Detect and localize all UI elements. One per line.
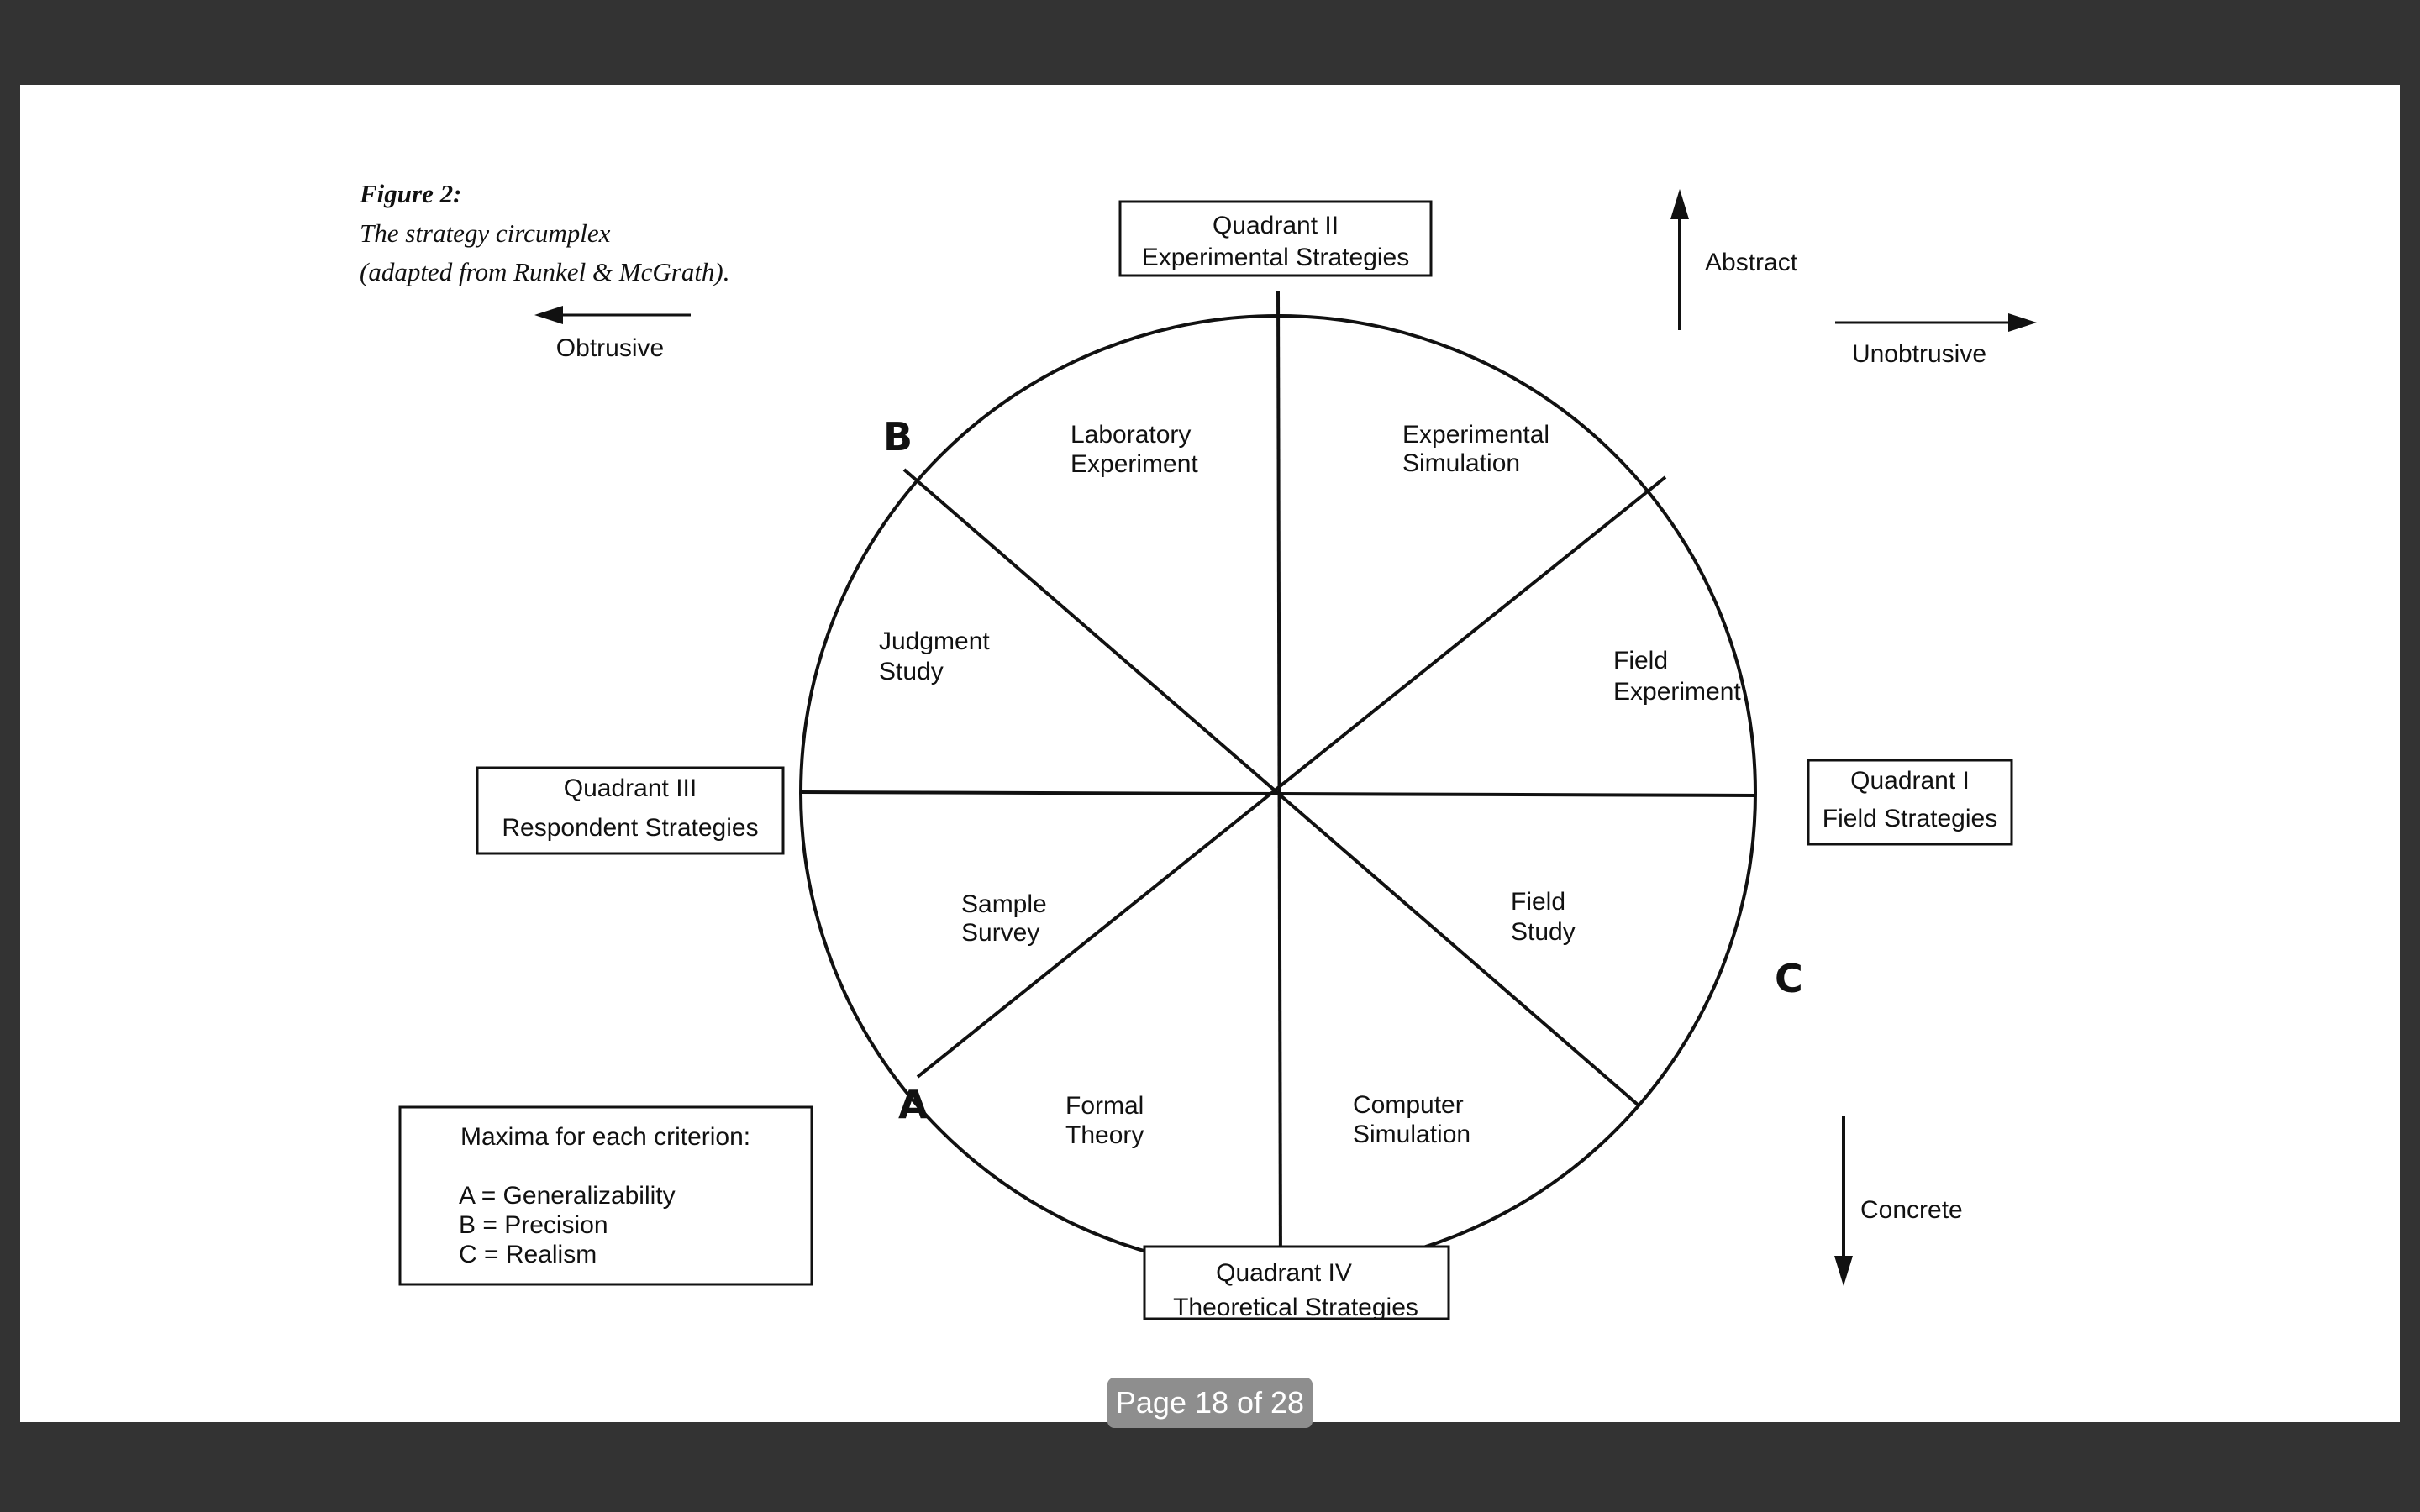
concrete-arrow-icon	[1834, 1116, 1853, 1286]
unobtrusive-arrow-icon	[1835, 313, 2037, 332]
strategy-field-study: Field Study	[1511, 888, 1576, 946]
concrete-label: Concrete	[1860, 1196, 1963, 1224]
svg-text:Formal: Formal	[1065, 1092, 1144, 1120]
document-page: Figure 2: The strategy circumplex (adapt…	[20, 85, 2400, 1422]
svg-text:Experiment: Experiment	[1071, 450, 1198, 478]
diagonal-line-a-to-upper-right	[916, 475, 1667, 1079]
svg-text:Judgment: Judgment	[879, 627, 990, 655]
diagonal-line-b-to-c	[902, 468, 1639, 1106]
svg-text:Computer: Computer	[1353, 1091, 1464, 1119]
quadrant-i-title: Quadrant I	[1850, 767, 1970, 795]
obtrusive-label: Obtrusive	[556, 334, 664, 362]
strategy-computer-simulation: Computer Simulation	[1353, 1091, 1470, 1148]
vertical-axis-line	[1276, 290, 1282, 1272]
strategy-experimental-simulation: Experimental Simulation	[1402, 421, 1549, 477]
maxima-point-a: A	[898, 1082, 929, 1127]
maxima-point-b: B	[883, 414, 913, 459]
quadrant-iii-box: Quadrant III Respondent Strategies	[476, 766, 785, 855]
figure-title: Figure 2:	[359, 179, 461, 208]
figure-caption-line1: The strategy circumplex	[360, 218, 611, 248]
quadrant-iv-subtitle: Theoretical Strategies	[1173, 1294, 1418, 1321]
svg-text:Simulation: Simulation	[1353, 1121, 1470, 1148]
svg-text:Study: Study	[1511, 918, 1576, 946]
quadrant-iv-title: Quadrant IV	[1216, 1259, 1352, 1287]
quadrant-iii-subtitle: Respondent Strategies	[502, 814, 758, 842]
strategy-circumplex-diagram: Figure 2: The strategy circumplex (adapt…	[359, 179, 2037, 1321]
strategy-laboratory-experiment: Laboratory Experiment	[1071, 421, 1198, 478]
legend-line-c: C = Realism	[459, 1241, 597, 1268]
svg-text:Laboratory: Laboratory	[1071, 421, 1191, 449]
legend-line-b: B = Precision	[459, 1211, 608, 1239]
legend-line-a: A = Generalizability	[459, 1182, 676, 1210]
unobtrusive-label: Unobtrusive	[1852, 340, 1986, 368]
svg-text:Survey: Survey	[961, 919, 1039, 947]
figure-caption-line2: (adapted from Runkel & McGrath).	[360, 257, 730, 286]
maxima-point-c: C	[1775, 956, 1803, 1001]
svg-text:Sample: Sample	[961, 890, 1047, 918]
quadrant-i-subtitle: Field Strategies	[1823, 805, 1997, 832]
svg-text:Experimental: Experimental	[1402, 421, 1549, 449]
legend-heading: Maxima for each criterion:	[460, 1123, 750, 1151]
quadrant-i-box: Quadrant I Field Strategies	[1807, 759, 2013, 846]
svg-text:Field: Field	[1511, 888, 1565, 916]
strategy-formal-theory: Formal Theory	[1065, 1092, 1144, 1149]
abstract-label: Abstract	[1705, 249, 1798, 276]
svg-text:Theory: Theory	[1065, 1121, 1144, 1149]
strategy-field-experiment: Field Experiment	[1613, 647, 1741, 706]
svg-text:Study: Study	[879, 658, 944, 685]
strategy-judgment-study: Judgment Study	[879, 627, 990, 685]
abstract-arrow-icon	[1670, 189, 1689, 330]
svg-text:Experiment: Experiment	[1613, 678, 1741, 706]
quadrant-ii-box: Quadrant II Experimental Strategies	[1118, 200, 1433, 277]
strategy-sample-survey: Sample Survey	[961, 890, 1047, 947]
quadrant-ii-subtitle: Experimental Strategies	[1142, 244, 1410, 271]
quadrant-ii-title: Quadrant II	[1213, 212, 1339, 239]
maxima-legend-box: Maxima for each criterion: A = Generaliz…	[398, 1105, 813, 1286]
quadrant-iv-box: Quadrant IV Theoretical Strategies	[1143, 1245, 1450, 1321]
quadrant-iii-title: Quadrant III	[564, 774, 697, 802]
page-indicator: Page 18 of 28	[1107, 1378, 1313, 1428]
svg-text:Simulation: Simulation	[1402, 449, 1520, 477]
svg-text:Field: Field	[1613, 647, 1668, 675]
obtrusive-arrow-icon	[534, 306, 691, 324]
